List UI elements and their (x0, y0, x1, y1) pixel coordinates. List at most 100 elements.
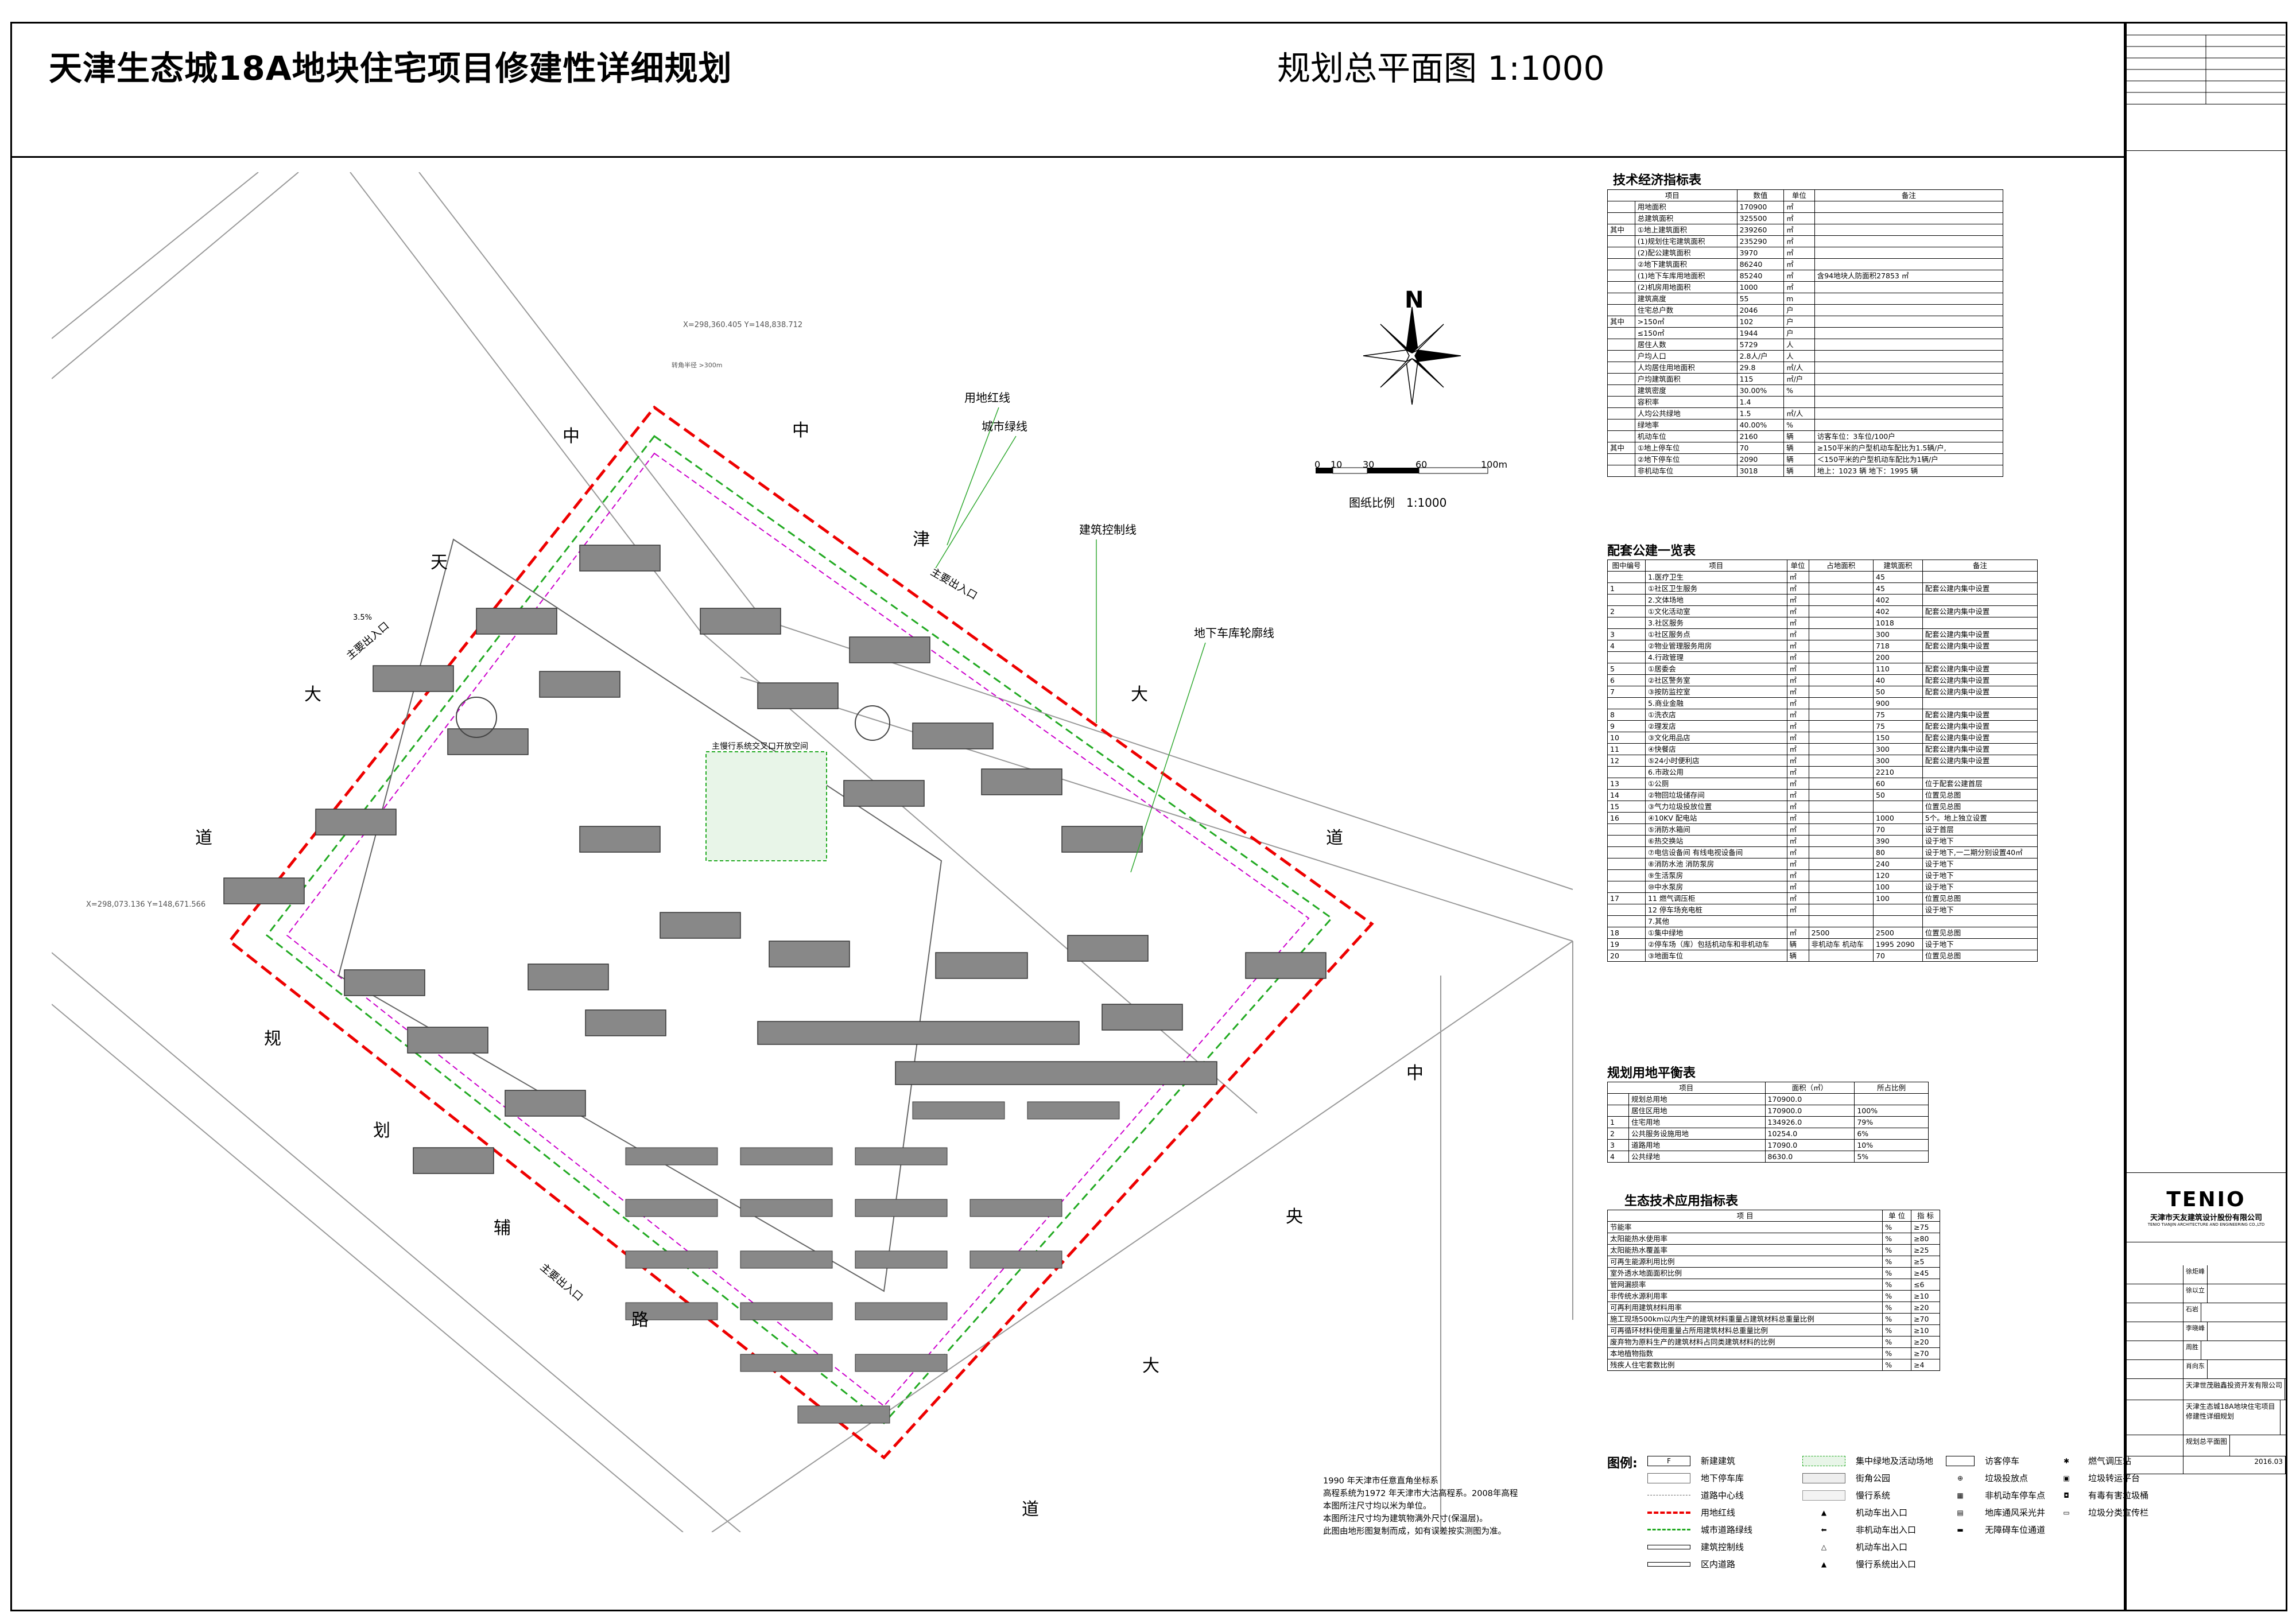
table-cell: ⑤消防水箱间 (1645, 823, 1787, 836)
table-row: 可再生能源利用比例%≥5 (1607, 1256, 1940, 1268)
scale-tick: 10 (1331, 459, 1343, 470)
table-cell: 可再生能源利用比例 (1607, 1256, 1883, 1268)
col-header: 数值 (1736, 189, 1785, 201)
table-cell: 2090 (1736, 453, 1785, 465)
table-cell: 居住区用地 (1628, 1105, 1766, 1117)
col-header: 图中编号 (1607, 560, 1646, 572)
table-cell (1814, 212, 2004, 224)
table-cell: 可再循环材料使用重量占所用建筑材料总重量比例 (1607, 1324, 1883, 1337)
table-cell: 390 (1873, 835, 1923, 847)
table-cell: 人 (1783, 350, 1815, 362)
table-cell: 位置见总图 (1922, 892, 2038, 904)
table-cell (1808, 617, 1874, 629)
table-cell: 17 (1607, 892, 1646, 904)
col-header: 占地面积 (1808, 560, 1874, 572)
table-cell: ㎡ (1786, 697, 1809, 709)
table-cell: ≥20 (1911, 1301, 1940, 1314)
legend-label: 地下停车库 (1701, 1473, 1744, 1483)
legend-label: 慢行系统出入口 (1856, 1559, 1917, 1569)
scale-label: 图纸比例 1:1000 (1349, 496, 1447, 510)
table-cell: ㎡ (1786, 628, 1809, 640)
table-cell: 55 (1736, 293, 1785, 305)
table-cell: 人均居住用地面积 (1634, 362, 1737, 374)
table-cell (1808, 743, 1874, 755)
table-cell: ㎡ (1783, 258, 1815, 270)
legend-item: 建筑控制线 (1647, 1541, 1744, 1553)
table-cell: 2 (1607, 1128, 1629, 1140)
legend-item: ✱燃气调压站 (2055, 1455, 2131, 1467)
site-plan: 中 天 大 道 中 津 大 道 中 央 大 道 规 划 辅 路 用地红线 城市绿… (52, 172, 1573, 1532)
table-cell (1607, 430, 1635, 442)
callout-green-line: 城市绿线 (982, 419, 1027, 433)
landuse-table-title: 规划用地平衡表 (1607, 1066, 1696, 1081)
table-cell: ≥75 (1911, 1221, 1940, 1233)
col-header: 所占比例 (1854, 1082, 1929, 1094)
table-cell: (1)地下车库用地面积 (1634, 270, 1737, 282)
eco-table-title: 生态技术应用指标表 (1624, 1194, 1739, 1209)
table-cell: 29.8 (1736, 362, 1785, 374)
table-cell: ①公厕 (1645, 778, 1787, 790)
table-cell: 1.医疗卫生 (1645, 571, 1787, 583)
table-cell: 非传统水源利用率 (1607, 1290, 1883, 1302)
table-cell (1607, 858, 1646, 870)
col-header: 指 标 (1911, 1210, 1940, 1222)
slow-system-symbol (1802, 1490, 1845, 1501)
table-cell: ㎡/人 (1783, 407, 1815, 419)
table-cell (1808, 651, 1874, 663)
table-cell (1808, 869, 1874, 881)
table-cell: ㎡ (1783, 281, 1815, 293)
table-cell (1808, 605, 1874, 617)
table-cell: 50 (1873, 789, 1923, 801)
table-cell: 5.商业金融 (1645, 697, 1787, 709)
redline-symbol (1647, 1511, 1690, 1514)
legend-item: 慢行系统 (1802, 1489, 1890, 1501)
table-cell: (2)配公建筑面积 (1634, 247, 1737, 259)
road-char: 中 (792, 421, 809, 441)
table-cell (1873, 915, 1923, 927)
table-cell: 配套公建内集中设置 (1922, 709, 2038, 721)
table-cell: 配套公建内集中设置 (1922, 720, 2038, 732)
table-cell (1607, 1093, 1629, 1105)
road-char: 道 (195, 828, 212, 848)
table-cell: 设于首层 (1922, 823, 2038, 836)
table-cell (1607, 304, 1635, 316)
table-row: 管网漏损率%≤6 (1607, 1279, 1940, 1291)
table-cell: 75 (1873, 709, 1923, 721)
table-cell (1786, 915, 1809, 927)
table-cell: ≥70 (1911, 1347, 1940, 1359)
drawing-subtitle: 规划总平面图 1:1000 (1277, 49, 1605, 88)
table-cell (1607, 915, 1646, 927)
legend-label: 非机动车停车点 (1985, 1490, 2046, 1501)
table-cell: 300 (1873, 755, 1923, 767)
table-cell: 容积率 (1634, 396, 1737, 408)
table-cell: 170900 (1736, 201, 1785, 213)
table-cell (1814, 247, 2004, 259)
table-cell (1808, 697, 1874, 709)
table-cell: 40 (1873, 674, 1923, 686)
header-divider (10, 156, 2126, 158)
scale-bar-graphic (1316, 467, 1488, 474)
legend-item: ◘有毒有害垃圾桶 (2055, 1489, 2148, 1501)
entrance-label-west: 主要出入口 (344, 620, 391, 662)
table-cell (1808, 915, 1874, 927)
coord-left: X=298,073.136 Y=148,671.566 (86, 900, 205, 909)
table-cell (1922, 697, 2038, 709)
radius-label: 转角半径 >300m (672, 361, 722, 369)
entrance-label-south: 主要出入口 (538, 1261, 585, 1304)
table-cell: 2210 (1873, 766, 1923, 778)
table-cell: ㎡ (1786, 582, 1809, 595)
table-cell: 86240 (1736, 258, 1785, 270)
table-cell (1607, 247, 1635, 259)
table-cell: ≥150平米的户型机动车配比为1.5辆/户, (1814, 442, 2004, 454)
table-cell: 公共服务设施用地 (1628, 1128, 1766, 1140)
table-cell: ㎡ (1786, 571, 1809, 583)
legend-label: 用地红线 (1701, 1508, 1736, 1518)
tb-drawing: 规划总平面图 (2183, 1435, 2231, 1456)
